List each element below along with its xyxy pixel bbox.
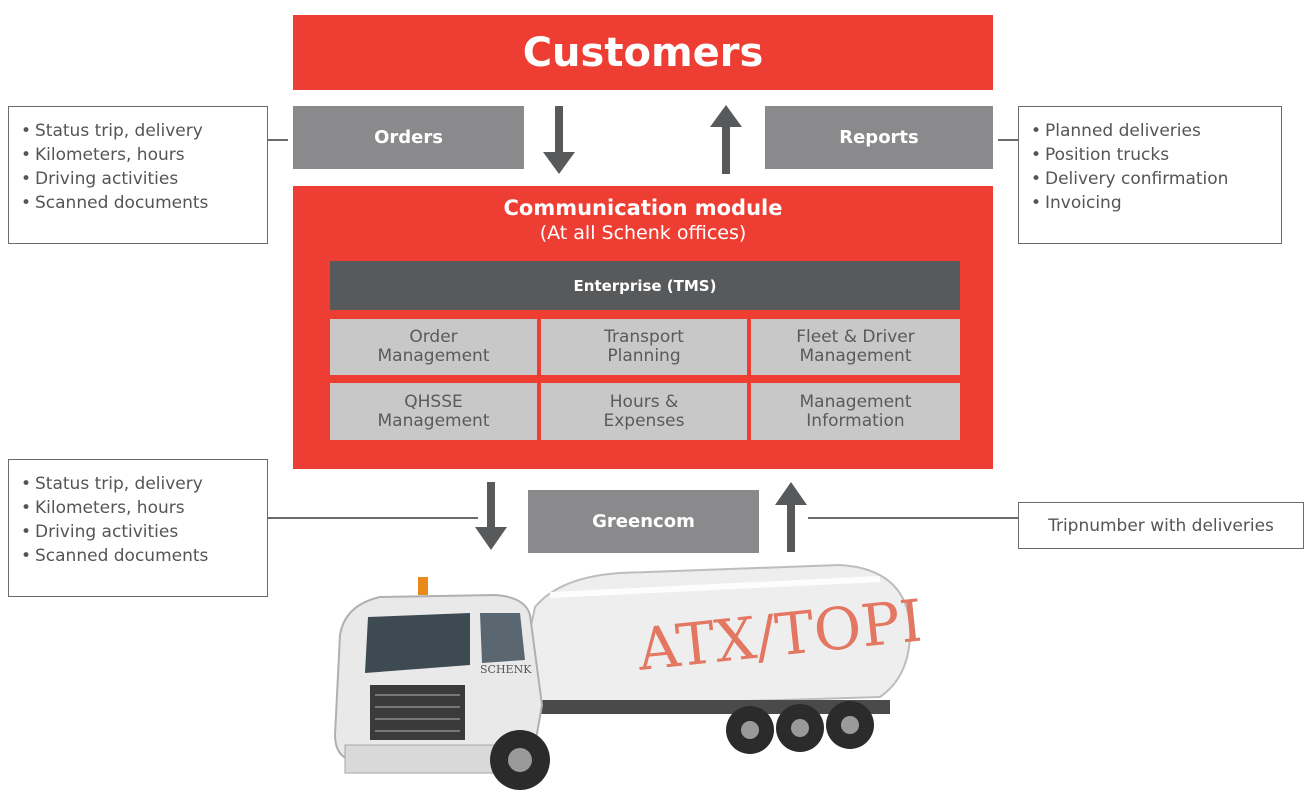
left-top-info-box: Status trip, delivery Kilometers, hours … <box>8 106 268 244</box>
customers-box: Customers <box>293 15 993 90</box>
comm-title: Communication module <box>503 196 783 220</box>
list-item: Planned deliveries <box>1019 119 1281 143</box>
greencom-box: Greencom <box>528 490 759 553</box>
arrow-down-head-icon <box>475 527 507 550</box>
module-cell: Fleet & Driver Management <box>751 319 960 375</box>
arrow-down-icon <box>555 106 563 158</box>
arrow-up-head-icon <box>710 105 742 127</box>
communication-module: Communication module (At all Schenk offi… <box>293 186 993 469</box>
arrow-up-head-icon <box>775 482 807 505</box>
arrow-down-icon <box>487 482 495 532</box>
list-item: Scanned documents <box>9 544 267 568</box>
tripnumber-box: Tripnumber with deliveries <box>1018 502 1304 549</box>
module-cell: Management Information <box>751 383 960 440</box>
connector-line <box>998 139 1018 141</box>
arrow-down-head-icon <box>543 152 575 174</box>
arrow-up-icon <box>787 502 795 552</box>
list-item: Position trucks <box>1019 143 1281 167</box>
list-item: Driving activities <box>9 167 267 191</box>
list-item: Kilometers, hours <box>9 496 267 520</box>
list-item: Status trip, delivery <box>9 472 267 496</box>
cab-lettering: SCHENK <box>480 663 532 676</box>
module-cell: Hours & Expenses <box>541 383 747 440</box>
module-cell: Transport Planning <box>541 319 747 375</box>
right-top-info-box: Planned deliveries Position trucks Deliv… <box>1018 106 1282 244</box>
left-bottom-info-box: Status trip, delivery Kilometers, hours … <box>8 459 268 597</box>
list-item: Kilometers, hours <box>9 143 267 167</box>
reports-box: Reports <box>765 106 993 169</box>
module-cell: Order Management <box>330 319 537 375</box>
list-item: Driving activities <box>9 520 267 544</box>
tanker-truck-image: ATX/TOPIQ SCHENK <box>333 563 920 790</box>
list-item: Invoicing <box>1019 191 1281 215</box>
enterprise-bar: Enterprise (TMS) <box>330 261 960 310</box>
list-item: Scanned documents <box>9 191 267 215</box>
list-item: Delivery confirmation <box>1019 167 1281 191</box>
arrow-up-icon <box>722 123 730 174</box>
module-cell: QHSSE Management <box>330 383 537 440</box>
orders-box: Orders <box>293 106 524 169</box>
connector-line <box>268 517 478 519</box>
list-item: Status trip, delivery <box>9 119 267 143</box>
connector-line <box>268 139 288 141</box>
connector-line <box>808 517 1018 519</box>
comm-subtitle: (At all Schenk offices) <box>539 222 747 244</box>
